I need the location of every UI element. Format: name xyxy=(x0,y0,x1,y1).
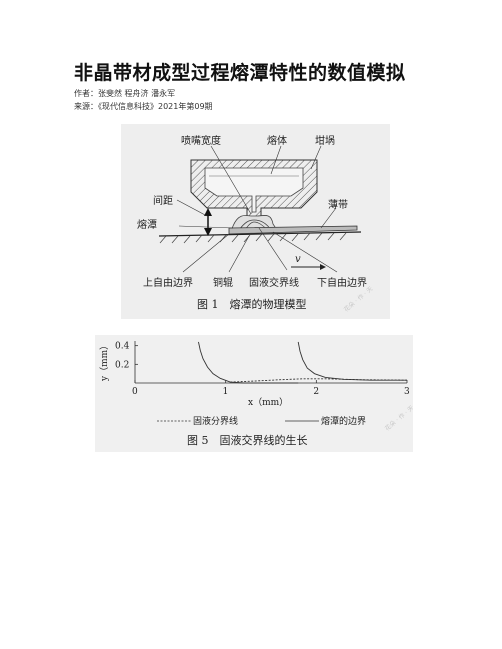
label-velocity: v xyxy=(295,254,301,265)
legend-solid-liquid-line: 固液分界线 xyxy=(193,415,238,427)
series-line-melt-pool-boundary xyxy=(198,341,299,384)
figure-1-diagram: v 喷嘴宽度 熔体 坩埚 间距 薄带 熔潭 上自由边界 铜辊 固液交界线 下自由… xyxy=(137,134,374,314)
label-melt-pool: 熔潭 xyxy=(137,218,157,231)
label-copper-roll: 铜辊 xyxy=(213,276,233,289)
label-nozzle-width: 喷嘴宽度 xyxy=(181,134,221,147)
page-title: 非晶带材成型过程熔潭特性的数值模拟 xyxy=(74,62,406,84)
x-tick-label: 1 xyxy=(223,387,229,397)
y-tick-label: 0.4 xyxy=(115,342,130,352)
x-tick-label: 2 xyxy=(313,387,319,397)
series-line-solid-liquid xyxy=(230,378,408,383)
figure-5-chart: 0 1 2 3 0.2 0.4 y（mm） x（mm） 固液分界线 熔潭的边界 图 5 固… xyxy=(99,341,415,447)
y-axis-label: y（mm） xyxy=(99,341,110,382)
label-thin-strip: 薄带 xyxy=(328,198,348,211)
figure-1: v 喷嘴宽度 熔体 坩埚 间距 薄带 熔潭 上自由边界 铜辊 固液交界线 下自由… xyxy=(121,124,390,319)
x-tick-label: 0 xyxy=(132,387,138,397)
figure-5-caption: 图 5 固液交界线的生长 xyxy=(187,433,308,447)
thin-strip-shape xyxy=(228,225,358,235)
figure-1-caption: 图 1 熔潭的物理模型 xyxy=(197,297,307,311)
watermark: 花朵 · 作 · 天 xyxy=(383,404,413,433)
label-gap: 间距 xyxy=(153,194,173,207)
x-axis-label: x（mm） xyxy=(248,397,288,408)
source-line: 来源：《现代信息科技》2021年第09期 xyxy=(74,102,213,111)
label-lower-free-boundary: 下自由边界 xyxy=(317,276,367,289)
label-crucible: 坩埚 xyxy=(315,134,335,147)
x-tick-label: 3 xyxy=(404,387,410,397)
label-melt: 熔体 xyxy=(267,134,287,147)
y-tick-label: 0.2 xyxy=(115,360,129,370)
label-upper-free-boundary: 上自由边界 xyxy=(143,276,193,289)
series-line-melt-pool-boundary xyxy=(297,341,407,381)
copper-roll-surface xyxy=(158,231,362,237)
figure-5: 0 1 2 3 0.2 0.4 y（mm） x（mm） 固液分界线 熔潭的边界 图 5 固… xyxy=(95,335,415,452)
legend-melt-pool-boundary: 熔潭的边界 xyxy=(321,415,366,427)
author-line: 作者：张斐然 程舟济 潘永军 xyxy=(74,89,176,98)
label-solid-liquid-line: 固液交界线 xyxy=(249,276,299,289)
melt-shape xyxy=(204,167,304,213)
